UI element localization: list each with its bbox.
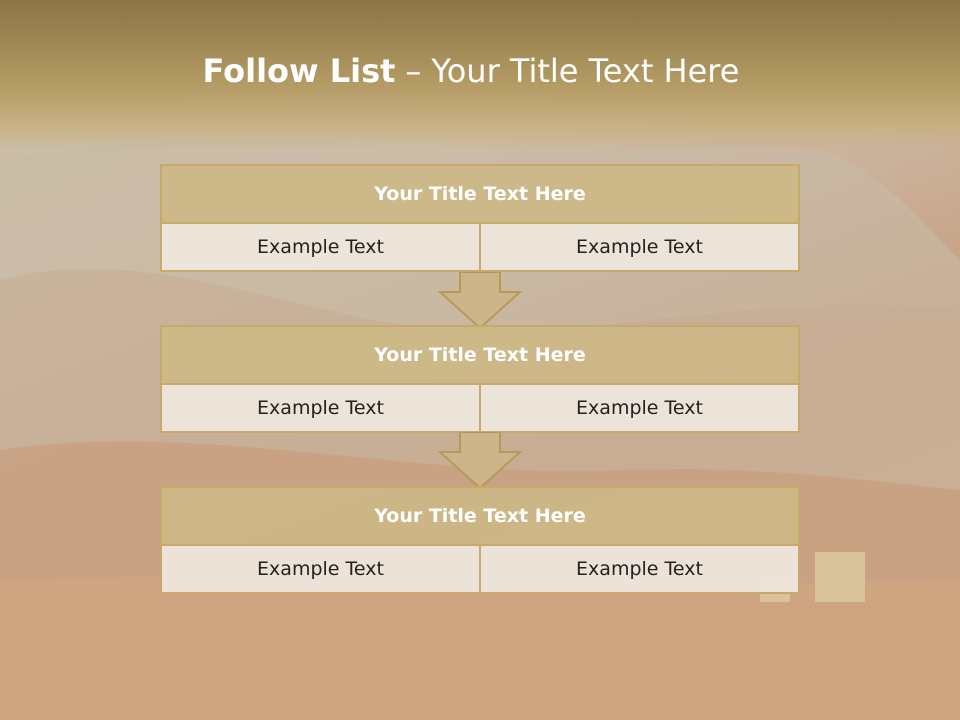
block-cell-left: Example Text <box>162 224 479 270</box>
down-arrow-icon <box>438 432 522 490</box>
down-arrow-icon <box>438 272 522 330</box>
block-cell-right: Example Text <box>479 546 798 592</box>
slide-title: Follow List–Your Title Text Here <box>0 52 942 90</box>
list-block-3: Your Title Text Here Example Text Exampl… <box>160 486 800 594</box>
block-title: Your Title Text Here <box>162 327 798 385</box>
title-bold: Follow List <box>202 52 396 90</box>
title-separator: – <box>405 52 422 90</box>
block-cell-left: Example Text <box>162 385 479 431</box>
block-title: Your Title Text Here <box>162 488 798 546</box>
block-row: Example Text Example Text <box>162 385 798 431</box>
block-cell-left: Example Text <box>162 546 479 592</box>
title-rest: Your Title Text Here <box>431 52 740 90</box>
header-band <box>0 0 960 150</box>
block-cell-right: Example Text <box>479 224 798 270</box>
block-title: Your Title Text Here <box>162 166 798 224</box>
block-row: Example Text Example Text <box>162 224 798 270</box>
list-block-1: Your Title Text Here Example Text Exampl… <box>160 164 800 272</box>
block-cell-right: Example Text <box>479 385 798 431</box>
block-row: Example Text Example Text <box>162 546 798 592</box>
list-block-2: Your Title Text Here Example Text Exampl… <box>160 325 800 433</box>
